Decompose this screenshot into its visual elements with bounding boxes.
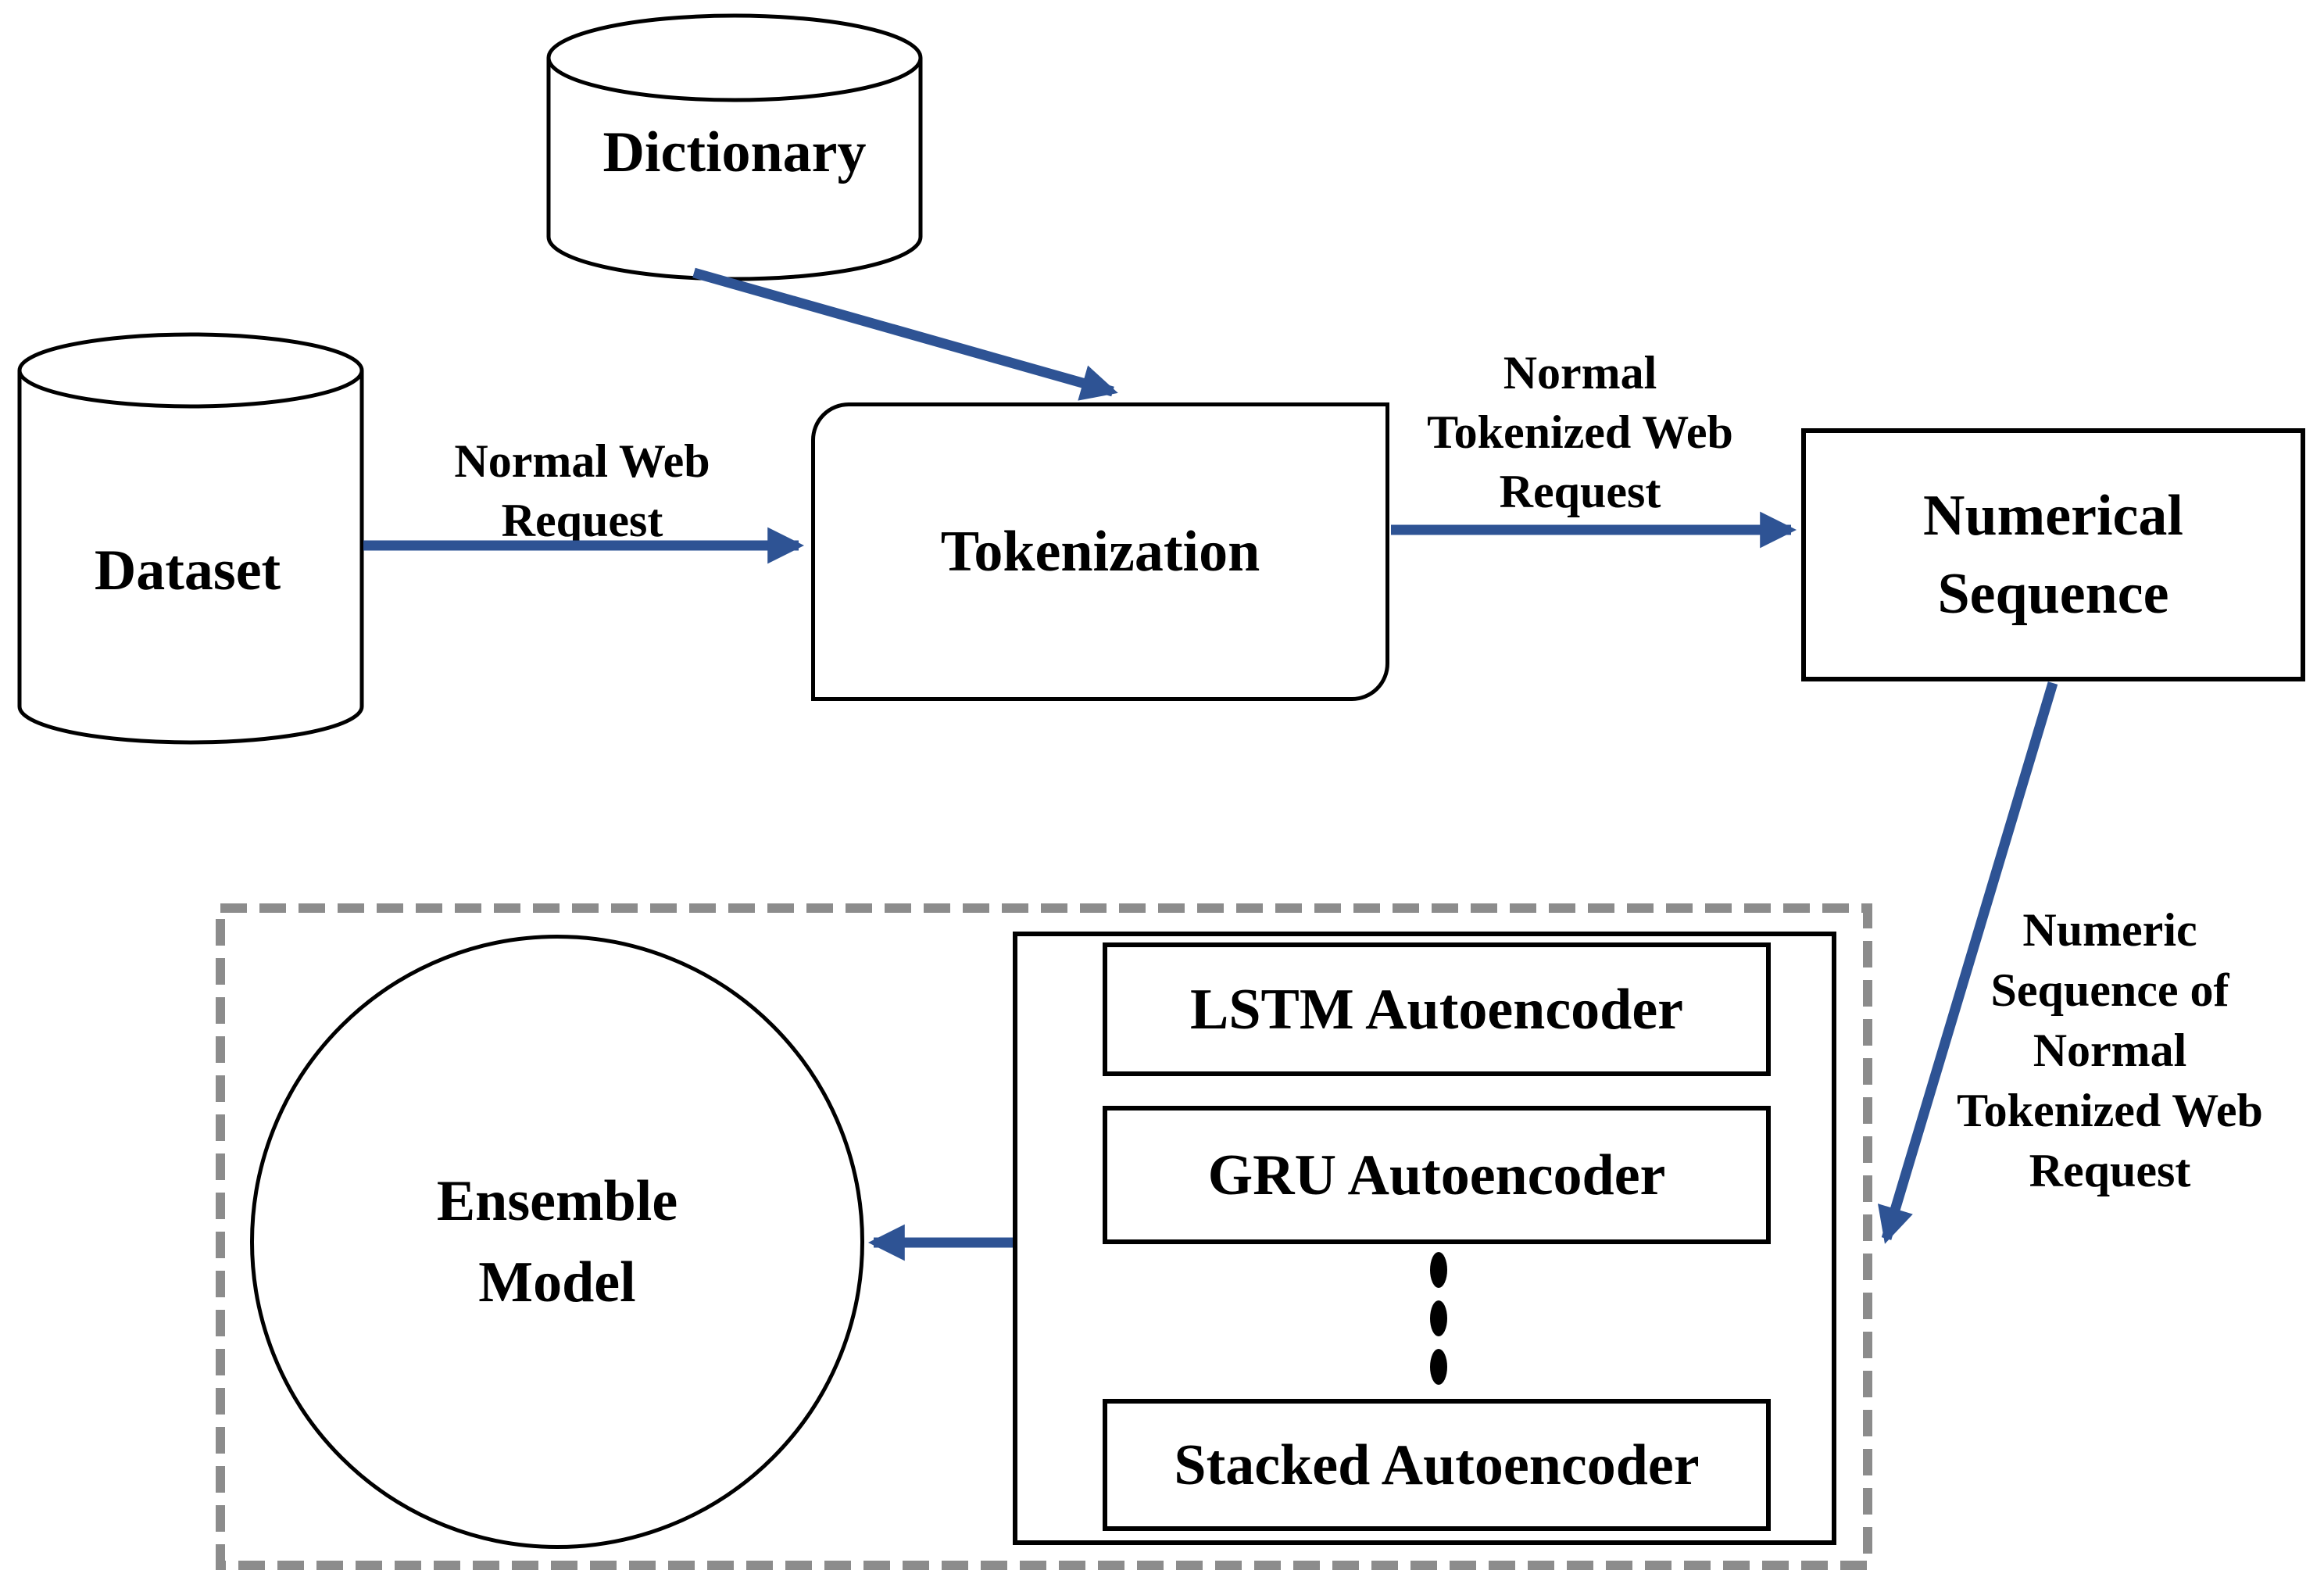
gru-autoencoder-box: GRU Autoencoder <box>1103 1106 1771 1244</box>
tokenization-label: Tokenization <box>940 520 1260 584</box>
numerical-sequence-node: Numerical Sequence <box>1801 428 2305 681</box>
dictionary-cylinder-icon <box>546 13 923 281</box>
numerical-sequence-label: Numerical Sequence <box>1923 484 2183 626</box>
lstm-autoencoder-box: LSTM Autoencoder <box>1103 942 1771 1076</box>
stacked-autoencoder-box: Stacked Autoencoder <box>1103 1399 1771 1531</box>
ellipsis-dot <box>1430 1349 1447 1385</box>
label-numeric-sequence-of-normal-tokenized-web-request: Numeric Sequence of Normal Tokenized Web… <box>1957 904 2263 1196</box>
vertical-ellipsis-icon <box>1430 1252 1447 1397</box>
ensemble-model-circle: Ensemble Model <box>250 935 864 1549</box>
arrow-dictionary-to-tokenization <box>692 267 1118 401</box>
label-normal-web-request: Normal Web Request <box>454 435 710 546</box>
dictionary-label: Dictionary <box>602 120 867 184</box>
ellipsis-dot <box>1430 1252 1447 1288</box>
gru-autoencoder-label: GRU Autoencoder <box>1207 1143 1666 1207</box>
ensemble-boundary-dashed-box <box>216 903 1872 1570</box>
label-normal-tokenized-web-request: Normal Tokenized Web Request <box>1427 347 1733 517</box>
stacked-autoencoder-label: Stacked Autoencoder <box>1174 1432 1700 1497</box>
lstm-autoencoder-label: LSTM Autoencoder <box>1189 977 1684 1042</box>
dataset-label: Dataset <box>94 538 281 603</box>
ellipsis-dot <box>1430 1300 1447 1336</box>
dataset-cylinder-icon <box>17 332 364 745</box>
arrow-numerical-sequence-to-ensemble-boundary <box>1878 681 2058 1244</box>
ensemble-model-label: Ensemble Model <box>436 1169 678 1314</box>
tokenization-node: Tokenization <box>811 402 1389 701</box>
